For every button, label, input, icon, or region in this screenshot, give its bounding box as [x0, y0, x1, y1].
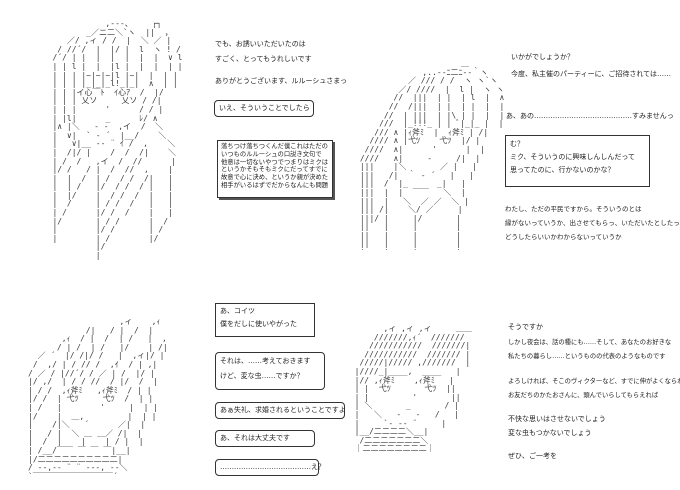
- panel4-line-7: 変な虫もつかないでしょう: [508, 429, 592, 437]
- bubble-text: あ、それは大丈夫です: [220, 434, 290, 442]
- bubble-text: いかがでしょうか？: [511, 53, 574, 61]
- box-line: 落ちつけ落ちつくんだ僕これはただの: [221, 143, 328, 150]
- panel4-line-8: ぜひ、ご一考を: [508, 452, 557, 460]
- panel2-text-b3: どうしたらいいかわからないっていうか: [505, 233, 622, 241]
- box-line: 他意は一切ないやつでつまりはミクは: [221, 158, 329, 166]
- panel1-thought-box: 落ちつけ落ちつくんだ僕これはただの いつものルルーシュの口説き文句で 他意は一切…: [217, 140, 333, 198]
- box-line: ミク、そういうのに興味しんしんだって: [510, 153, 636, 161]
- panel1-speech-bubble: いえ、そういうことでしたら: [214, 100, 314, 117]
- panel2-text-b1: わたし、ただの平民ですから。そういうのとは: [505, 205, 642, 213]
- bubble-text: 今度、私主催のパーティーに、ご招待されては……: [511, 70, 672, 78]
- panel2-text-mid: あ、あの……………………………………すみませんっ: [506, 112, 674, 120]
- aa-character-art-1: ,-‐‐、 ┌┐ _／ニ二＼`ヽ || ， ／/ ,ィ / / | ＼ ／ | …: [52, 20, 183, 261]
- bubble-text: それは、……考えておきます: [220, 357, 311, 365]
- aa-character-art-4: ,ィ ,ィ ,ィ ＿＿ ///////,ｨ´ /////// /////////…: [354, 325, 472, 454]
- panel3-speech-bubble-4: …………………………………え？: [215, 459, 325, 476]
- aa-character-art-3: ,ィ ,ｨ /| / | / | ,ｨ / | / | / | , / | / …: [28, 318, 168, 481]
- bubble-text: けど、変な虫……ですか？: [220, 372, 304, 380]
- panel3-speech-bubble-3: あ、それは大丈夫です: [215, 430, 315, 447]
- panel4-line-6: 不快な思いはさせないでしょう: [508, 415, 606, 423]
- panel3-box: あ、コイツ 僕をだしに使いやがった: [215, 303, 315, 337]
- panel2-text-b2: 縁がないっていうか、出させてもらっ、いただいたとしたって: [505, 219, 680, 227]
- panel1-text-3: ありがとうございます、ルルーシュさまっ: [215, 77, 348, 85]
- box-line: む？: [510, 140, 524, 148]
- aa-character-art-2: ＿ ,..-‐ﾆ二ﾆ‐-｀ヽ ／ /// / / ヽ ヽ`ヽ ／/ //// |…: [359, 60, 505, 250]
- panel4-line-5: お友だちのかたおさんに、頭んでいらしてもらえれば: [508, 392, 659, 399]
- panel4-line-3: 私たちの暮らし……というものの代表のようなものです: [508, 353, 666, 360]
- box-line: 相手がいるはずでだからなんにも問題: [221, 181, 329, 189]
- bubble-text: あぁ失礼、求婚されるということですよ: [220, 406, 346, 414]
- panel3-speech-bubble-1: それは、……考えておきます けど、変な虫……ですか？: [215, 352, 325, 390]
- panel1-text-1: でも、お誘いいただいたのは: [215, 40, 306, 48]
- box-line: 思ってたのに、行かないのかな？: [510, 166, 615, 174]
- panel2-speech-bubble-top: いかがでしょうか？ 今度、私主催のパーティーに、ご招待されては……: [505, 50, 672, 90]
- panel3-speech-bubble-2: あぁ失礼、求婚されるということですよ: [215, 402, 346, 419]
- panel2-box: む？ ミク、そういうのに興味しんしんだって 思ってたのに、行かないのかな？: [505, 135, 650, 187]
- panel4-line-4: よろしければ、そこのヴィクターなど、すでに伸がよくなられた: [508, 378, 680, 385]
- box-line: 故意で心に決め、というか親が決めた: [221, 174, 329, 182]
- box-line: あ、コイツ: [220, 307, 255, 315]
- box-line: というかそもそもミクにだってすでに: [221, 166, 328, 174]
- panel4-line-1: そうですか: [508, 323, 543, 331]
- panel4-line-2: しかし夜会は、話の種にも……そして、あなたのお好きな: [508, 339, 672, 346]
- bubble-text: …………………………………え？: [220, 463, 325, 471]
- box-line: いつものルルーシュの口説き文句で: [221, 150, 322, 158]
- panel1-text-2: すごく、とってもうれしいです: [215, 55, 312, 63]
- bubble-text: いえ、そういうことでしたら: [219, 104, 310, 112]
- box-line: 僕をだしに使いやがった: [220, 320, 297, 328]
